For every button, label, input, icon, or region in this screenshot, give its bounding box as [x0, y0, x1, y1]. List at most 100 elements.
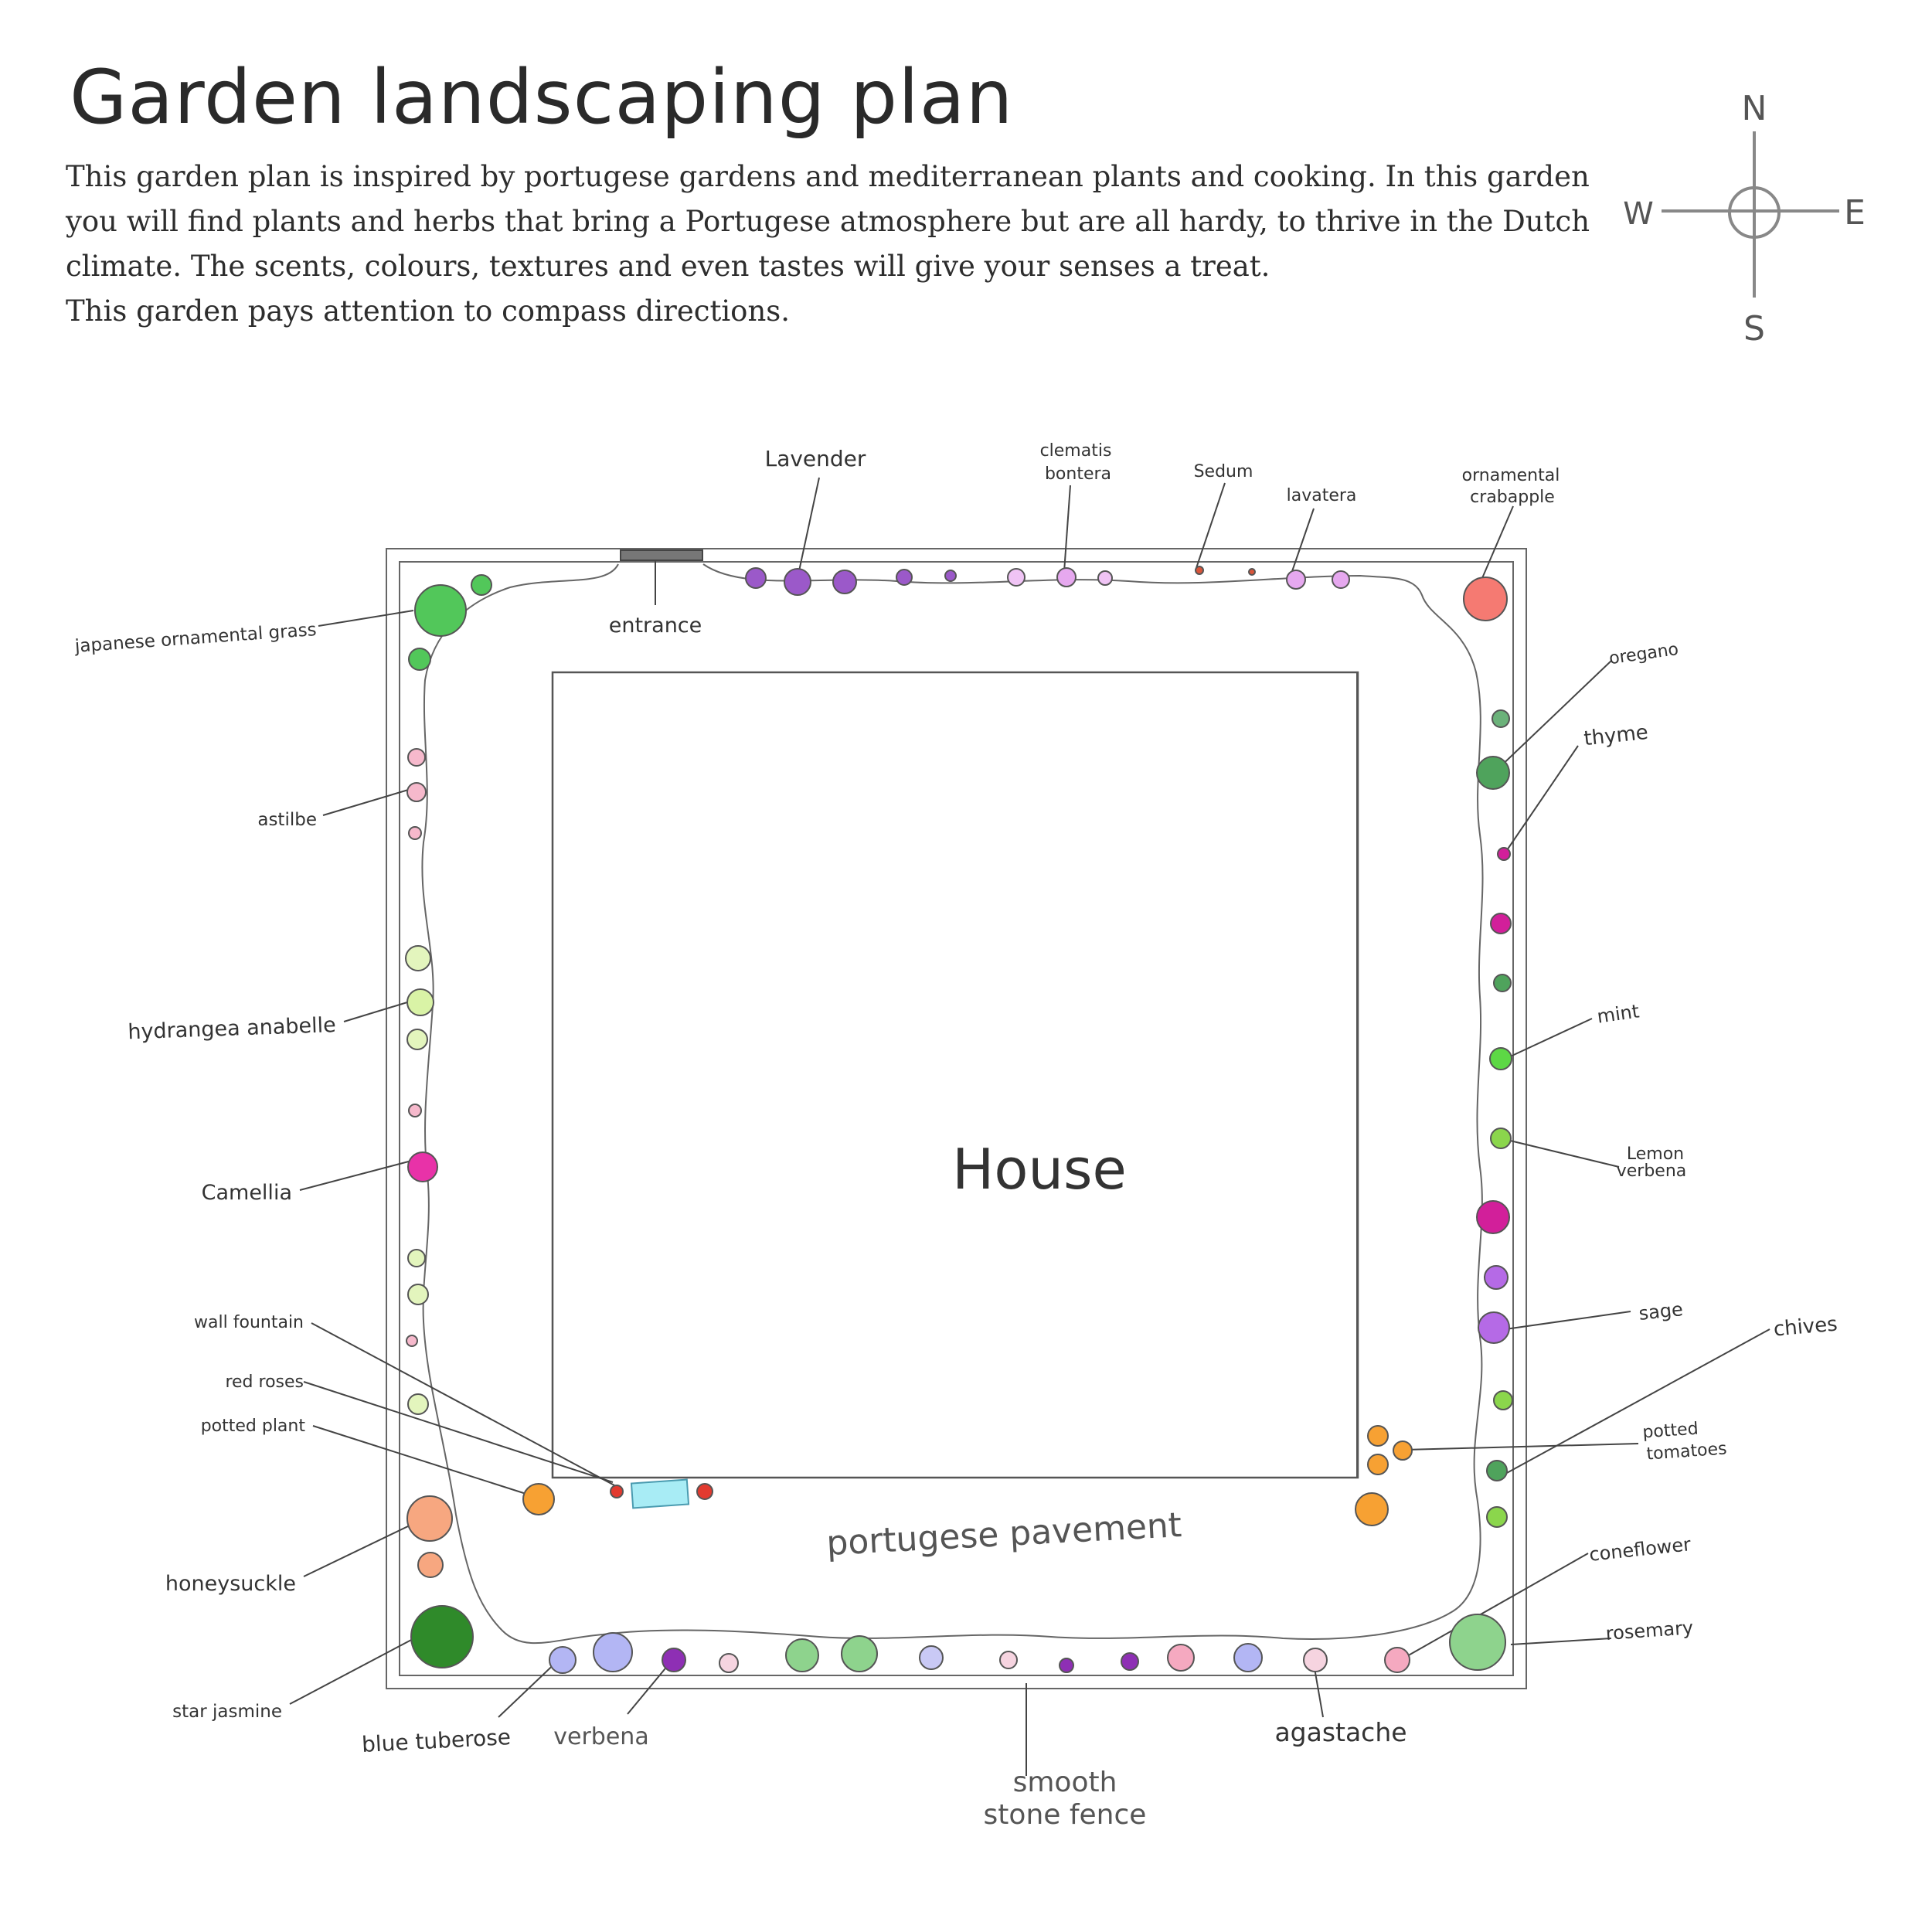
- potted-tomato: [1367, 1454, 1389, 1475]
- lavender-plant: [832, 570, 857, 594]
- label-agastache: agastache: [1274, 1717, 1406, 1747]
- label-sedum: Sedum: [1194, 462, 1253, 481]
- label-crabapple: ornamental: [1462, 466, 1560, 485]
- hydrangea-plant: [407, 1284, 429, 1305]
- clematis-plant: [1056, 567, 1077, 587]
- label-crabapple-2: crabapple: [1470, 488, 1555, 507]
- astilbe-plant: [408, 826, 422, 840]
- label-hydrangea: hydrangea anabelle: [128, 1013, 336, 1044]
- thyme-plant: [1490, 913, 1512, 934]
- lemon-verbena-plant: [1486, 1506, 1508, 1528]
- label-camellia: Camellia: [202, 1181, 292, 1205]
- lavender-plant: [784, 568, 811, 596]
- red-rose: [610, 1485, 624, 1498]
- label-fence-1: smooth: [1013, 1767, 1117, 1798]
- clematis-plant: [1097, 570, 1113, 586]
- label-thyme: thyme: [1583, 721, 1649, 751]
- clematis-plant: [1007, 568, 1026, 587]
- label-honeysuckle: honeysuckle: [165, 1572, 296, 1596]
- compass-n: N: [1742, 89, 1767, 128]
- potted-plant: [1355, 1492, 1389, 1526]
- label-sage: sage: [1638, 1298, 1684, 1325]
- potted-tomato: [1393, 1440, 1413, 1461]
- label-coneflower: coneflower: [1588, 1533, 1692, 1566]
- intro-line: climate. The scents, colours, textures a…: [66, 250, 1270, 283]
- label-star-jasmine: star jasmine: [172, 1702, 282, 1722]
- label-lavatera: lavatera: [1287, 486, 1357, 505]
- house-label: House: [952, 1137, 1127, 1202]
- label-japanese-grass: japanese ornamental grass: [73, 620, 317, 657]
- ornamental-crabapple-tree: [1463, 577, 1508, 621]
- blue-tuberose-plant: [919, 1645, 944, 1670]
- grass-plant: [785, 1638, 819, 1672]
- star-jasmine-plant: [410, 1605, 474, 1668]
- label-entrance: entrance: [609, 614, 702, 638]
- lemon-verbena-plant: [1493, 1390, 1513, 1410]
- rosemary-plant: [1449, 1614, 1506, 1671]
- astilbe-plant: [407, 748, 426, 767]
- outer-fence: [386, 548, 1527, 1689]
- japanese-grass-plant: [408, 648, 431, 671]
- lavatera-plant: [1332, 570, 1350, 589]
- wall-fountain: [630, 1478, 690, 1509]
- verbena-plant: [662, 1648, 686, 1672]
- hydrangea-plant: [406, 988, 434, 1016]
- japanese-grass-plant: [471, 574, 492, 596]
- oregano-plant: [1476, 756, 1510, 790]
- label-fence-2: stone fence: [984, 1799, 1147, 1831]
- chives-plant: [1486, 1460, 1508, 1481]
- japanese-grass-plant: [414, 584, 467, 637]
- label-rosemary: rosemary: [1605, 1617, 1694, 1645]
- honeysuckle-plant: [417, 1552, 444, 1578]
- intro-text: This garden plan is inspired by portuges…: [66, 155, 1590, 334]
- lavender-plant: [745, 567, 767, 589]
- agastache-plant: [1303, 1648, 1328, 1672]
- label-wall-fountain: wall fountain: [194, 1313, 304, 1332]
- potted-plant: [522, 1483, 555, 1515]
- verbena-plant: [1121, 1652, 1139, 1671]
- verbena-plant: [1059, 1658, 1074, 1673]
- thyme-plant: [1476, 1200, 1510, 1234]
- agastache-plant: [999, 1651, 1018, 1669]
- label-blue-tuberose: blue tuberose: [361, 1724, 511, 1757]
- oregano-plant: [1492, 709, 1510, 728]
- label-potted-tomatoes: potted: [1642, 1420, 1699, 1443]
- potted-tomato: [1367, 1425, 1389, 1447]
- sage-plant: [1484, 1265, 1509, 1290]
- red-rose: [696, 1483, 713, 1500]
- thyme-plant: [1497, 847, 1511, 861]
- label-lavender: Lavender: [765, 446, 866, 471]
- lavender-plant: [896, 569, 913, 586]
- hydrangea-plant: [407, 1249, 426, 1267]
- label-chives: chives: [1773, 1312, 1838, 1341]
- pavement-label: portugese pavement: [825, 1505, 1182, 1563]
- garden-bed-outline: [421, 563, 1484, 1645]
- grass-plant: [841, 1635, 878, 1672]
- honeysuckle-plant: [406, 1495, 453, 1542]
- label-astilbe: astilbe: [257, 810, 317, 830]
- hydrangea-plant: [406, 1029, 428, 1050]
- agastache-plant: [719, 1653, 739, 1673]
- astilbe-plant: [408, 1104, 422, 1117]
- sage-plant: [1478, 1311, 1510, 1344]
- label-lemon-verbena-2: verbena: [1617, 1162, 1687, 1181]
- intro-line: This garden pays attention to compass di…: [66, 294, 791, 328]
- page-title: Garden landscaping plan: [70, 54, 1014, 141]
- compass-w: W: [1623, 196, 1654, 232]
- sedum-plant: [1248, 568, 1256, 576]
- compass-e: E: [1844, 193, 1866, 233]
- astilbe-plant: [406, 782, 427, 802]
- label-lemon-verbena: Lemon: [1627, 1145, 1684, 1164]
- plants: [405, 566, 1513, 1674]
- sedum-plant: [1195, 566, 1204, 575]
- mint-plant: [1489, 1047, 1512, 1070]
- label-potted-plant: potted plant: [201, 1417, 306, 1436]
- inner-fence: [399, 561, 1514, 1676]
- lavender-plant: [944, 570, 957, 582]
- lemon-verbena-plant: [1490, 1128, 1512, 1149]
- compass-s: S: [1743, 309, 1765, 349]
- label-clematis: clematis: [1040, 441, 1112, 461]
- intro-line: you will find plants and herbs that brin…: [66, 205, 1590, 238]
- astilbe-plant: [406, 1335, 418, 1347]
